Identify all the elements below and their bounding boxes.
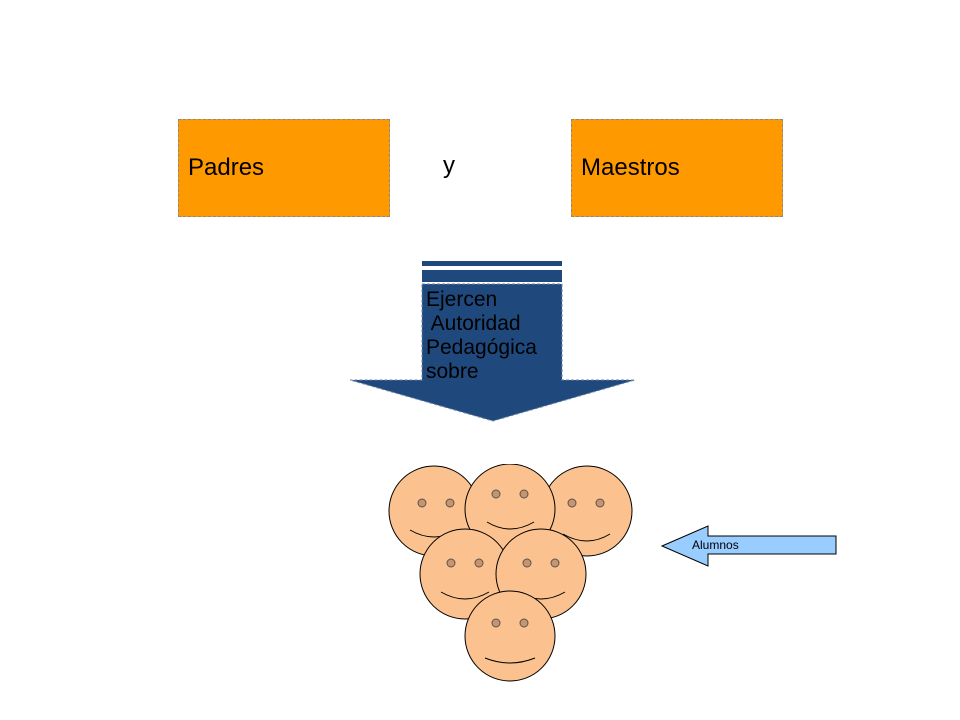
arrow-stripe-1 xyxy=(422,261,562,266)
down-arrow-shape xyxy=(349,261,636,422)
arrow-stripe-2 xyxy=(422,270,562,282)
alumnos-label: Alumnos xyxy=(692,538,739,552)
arrow-body xyxy=(349,283,636,422)
connector-text: y xyxy=(443,152,455,179)
maestros-box: Maestros xyxy=(571,119,783,217)
arrow-text: Ejercen Autoridad Pedagógica sobre xyxy=(426,288,537,383)
students-group xyxy=(388,464,633,682)
maestros-label: Maestros xyxy=(581,154,680,181)
smiley-face-icon xyxy=(464,590,556,682)
padres-box: Padres xyxy=(178,119,390,217)
padres-label: Padres xyxy=(188,154,265,181)
smiley-face-icon xyxy=(541,465,633,557)
left-pointer-arrow-icon xyxy=(660,525,837,567)
